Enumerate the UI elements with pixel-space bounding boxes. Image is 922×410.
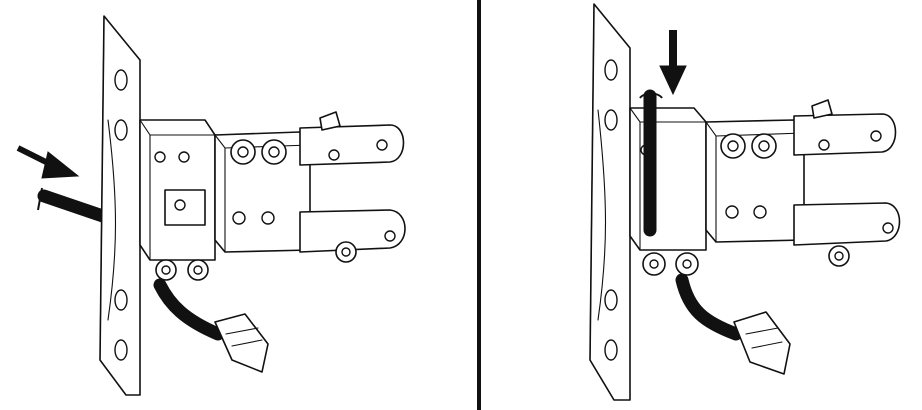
step-2-illustration [589,3,901,401]
lower-arm [299,209,406,253]
step-2-panel [484,0,922,410]
upper-arm [793,99,897,156]
lower-arm [793,202,901,246]
step-1-panel [16,15,406,396]
cable [639,89,743,341]
connector-plug-icon [733,311,791,375]
hex-bolt-icon [642,133,850,276]
mount-base-block [629,107,707,251]
down-direction-arrow-icon [659,30,687,96]
panel-divider [477,0,481,410]
upper-arm [299,111,405,166]
connector-plug-icon [214,313,269,373]
hex-bolt-icon [155,139,357,281]
mount-base-block [139,119,216,261]
step-1-illustration [16,15,406,396]
wall-plate-icon [99,15,141,396]
wall-plate-icon [589,3,631,401]
feed-direction-arrow-icon [16,145,80,179]
